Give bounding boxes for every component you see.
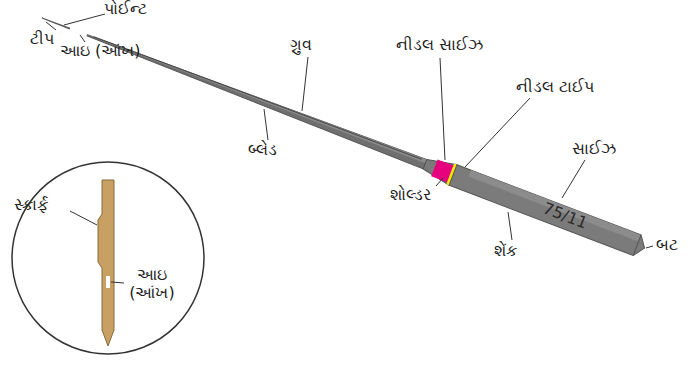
part-label: આઇ (આંખ)	[122, 266, 182, 303]
part-label: નીડલ સાઈઝ	[396, 36, 483, 54]
part-label: ટીપ	[30, 30, 54, 48]
part-label: બ્લેડ	[248, 141, 277, 159]
part-label: નીડલ ટાઈપ	[516, 78, 594, 96]
part-label: સાઈઝ	[572, 140, 616, 158]
part-label: ગ્રુવ	[290, 36, 312, 54]
part-label: પોઈન્ટ	[104, 0, 147, 18]
part-label: સ્કાર્ફ	[14, 196, 48, 214]
part-label: શોલ્ડર	[390, 186, 431, 204]
part-label: આઇ (આંખ)	[60, 42, 141, 60]
part-label: શેંક	[494, 242, 517, 260]
part-label: બટ	[656, 236, 678, 254]
